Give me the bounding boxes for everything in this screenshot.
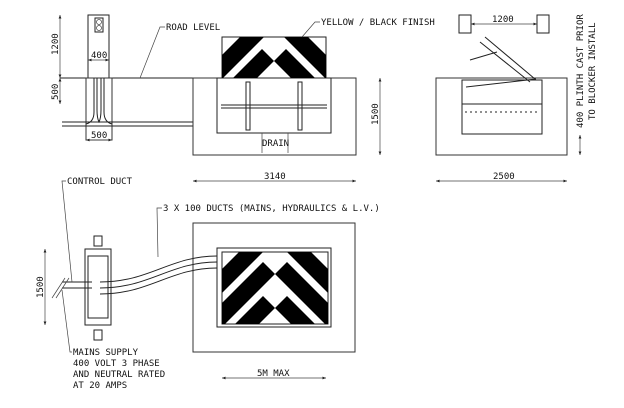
- dim-bollard-spacing: 1200: [492, 15, 514, 25]
- plinth-note-line2: TO BLOCKER INSTALL: [588, 22, 598, 120]
- dim-plan-width: 5M MAX: [257, 369, 290, 379]
- dim-pit-depth: 1500: [371, 103, 381, 125]
- post-section: 1200 400 500 500 ROAD LEVEL: [51, 14, 220, 142]
- dim-chamber-width: 500: [91, 131, 107, 141]
- dim-pit-width-side: 3140: [264, 172, 286, 182]
- finish-label: YELLOW / BLACK FINISH: [321, 18, 435, 28]
- mains-line4: AT 20 AMPS: [73, 381, 127, 391]
- chevron-panel-plan: [222, 252, 328, 324]
- dim-post-width: 400: [91, 51, 107, 61]
- ducts-label: 3 X 100 DUCTS (MAINS, HYDRAULICS & L.V.): [163, 204, 380, 214]
- road-level-label: ROAD LEVEL: [166, 23, 220, 33]
- blocker-side-view: DRAIN 1500 3140 YELLOW / BLACK FINISH: [192, 18, 435, 183]
- plinth-note-line1: 400 PLINTH CAST PRIOR: [576, 14, 586, 128]
- dim-chamber-depth: 500: [51, 84, 61, 100]
- mains-line3: AND NEUTRAL RATED: [73, 370, 165, 380]
- drain-label: DRAIN: [262, 139, 289, 149]
- control-duct-label: CONTROL DUCT: [67, 177, 133, 187]
- blocker-end-view: 1200 400 PLINTH CAST PRIOR TO BLOCKER IN…: [435, 14, 598, 183]
- dim-pit-width-end: 2500: [493, 172, 515, 182]
- dim-plan-chamber: 1500: [36, 276, 46, 298]
- chevron-panel-side: [222, 37, 326, 78]
- plan-view: 1500 5M MAX CONTROL DUCT 3 X 100 DUCTS (…: [36, 177, 380, 391]
- dim-post-height: 1200: [51, 33, 61, 55]
- mains-line2: 400 VOLT 3 PHASE: [73, 359, 160, 369]
- mains-line1: MAINS SUPPLY: [73, 348, 139, 358]
